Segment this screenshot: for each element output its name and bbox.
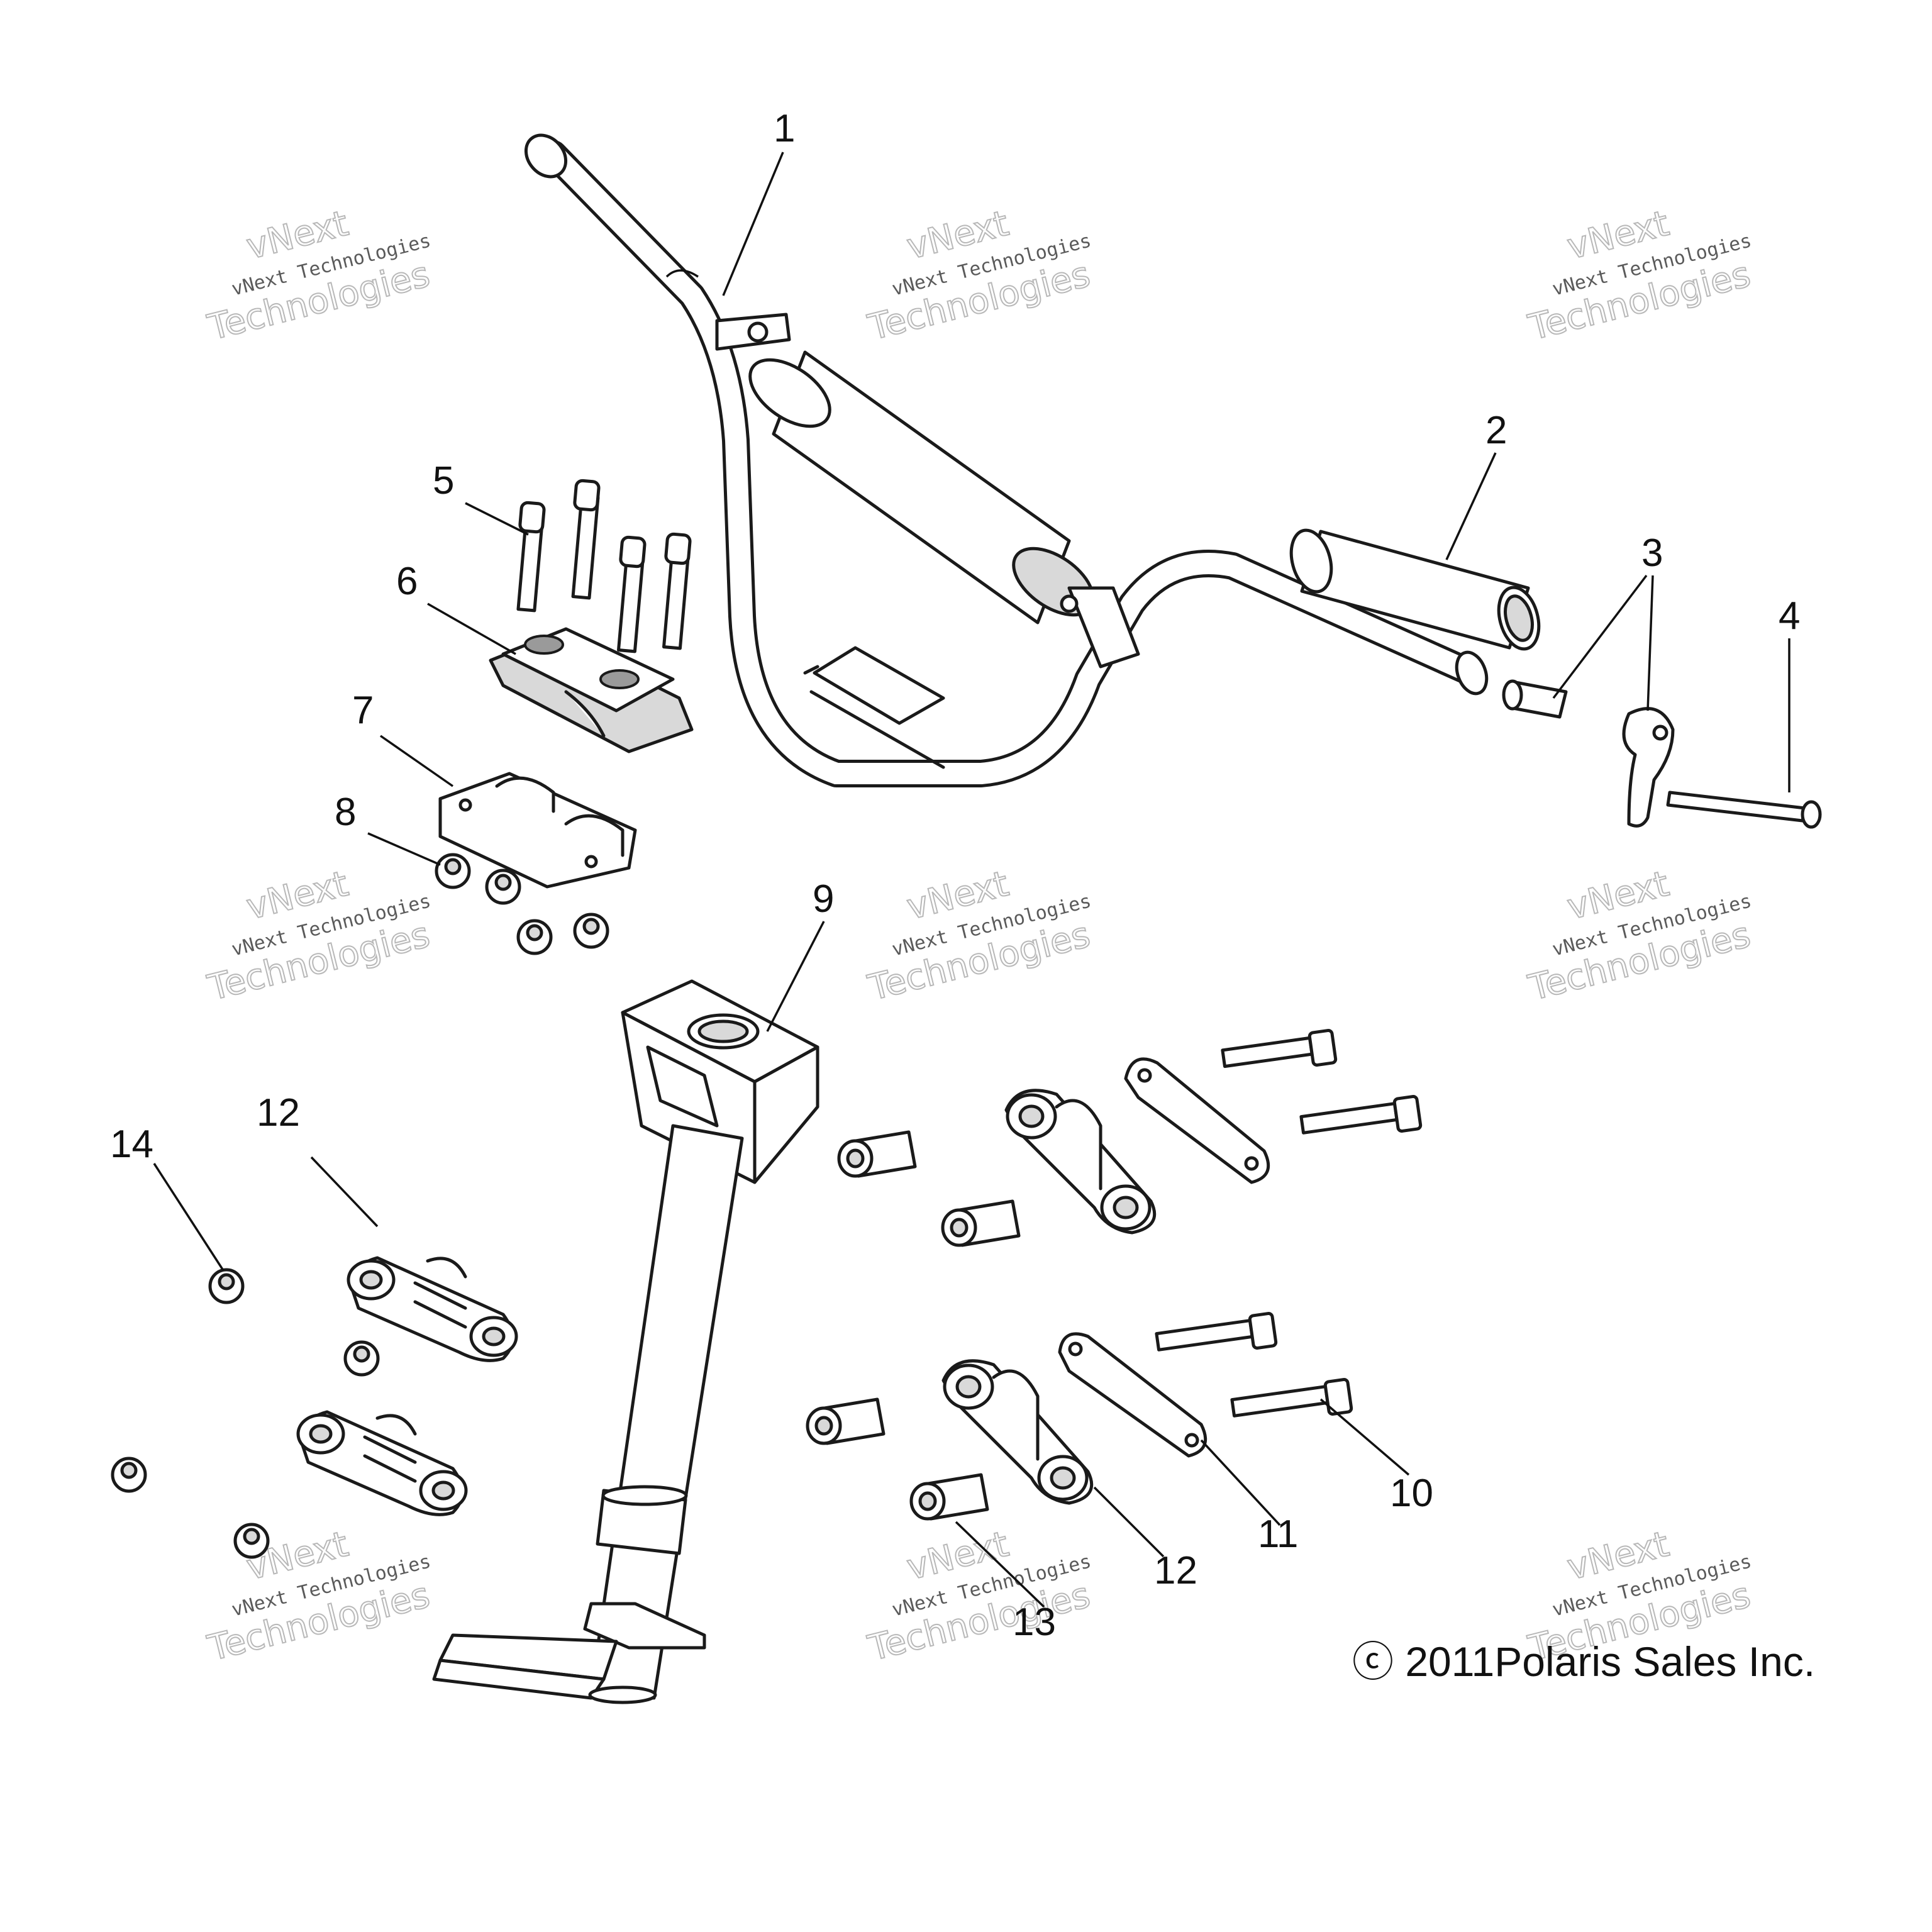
part-link-plates	[1058, 1057, 1270, 1458]
watermark: vNext vNext Technologies Technologies	[863, 1523, 1095, 1670]
part-flange-nuts-left	[111, 1268, 380, 1559]
cap-screw	[617, 535, 647, 653]
part-upper-clamp	[489, 627, 694, 753]
cap-screw	[571, 479, 601, 600]
callout-6: 6	[396, 560, 418, 603]
part-grip	[1289, 528, 1541, 651]
callout-10: 10	[1390, 1472, 1433, 1515]
flange-nut	[435, 853, 471, 889]
callout-12-right: 12	[1154, 1549, 1197, 1592]
hex-bolt	[1299, 1095, 1423, 1135]
part-spacers	[806, 1130, 1021, 1521]
spacer	[909, 1473, 989, 1521]
watermark: vNext vNext Technologies Technologies	[863, 203, 1095, 349]
callout-13: 13	[1013, 1601, 1056, 1644]
crossbar-pad	[748, 350, 1095, 625]
flange-nut	[343, 1340, 380, 1377]
clamp-block	[1004, 1089, 1157, 1235]
watermark: vNext vNext Technologies Technologies	[1524, 203, 1755, 349]
copyright-notice: ⓒ 2011Polaris Sales Inc.	[1352, 1638, 1815, 1685]
clamp-block	[296, 1410, 468, 1516]
hex-bolt	[1230, 1378, 1353, 1418]
part-bolts-right	[1155, 1029, 1423, 1418]
callout-2: 2	[1485, 409, 1507, 452]
callout-12-left: 12	[257, 1091, 300, 1135]
flange-nut	[111, 1457, 147, 1493]
part-cap-screws	[516, 479, 692, 653]
watermark: vNext vNext Technologies Technologies	[203, 1523, 435, 1670]
part-steering-post	[432, 979, 819, 1704]
callout-14: 14	[110, 1123, 153, 1166]
callout-9: 9	[813, 877, 834, 921]
spacer	[837, 1130, 917, 1178]
flange-nut	[516, 919, 553, 955]
hex-bolt	[1155, 1312, 1278, 1352]
cap-screw	[662, 532, 692, 650]
leader-lines	[153, 152, 1790, 1608]
part-long-bolt	[1666, 791, 1822, 829]
callout-5: 5	[433, 459, 454, 502]
flange-nut	[233, 1523, 270, 1559]
clamp-block	[941, 1359, 1094, 1505]
watermark-group: vNext vNext Technologies Technologies vN…	[203, 203, 1755, 1670]
flange-nut	[485, 869, 521, 905]
callout-3: 3	[1641, 531, 1663, 575]
cap-screw	[516, 501, 546, 613]
flange-nut	[208, 1268, 245, 1304]
clamp-block	[347, 1256, 518, 1362]
watermark: vNext vNext Technologies Technologies	[863, 863, 1095, 1009]
callout-8: 8	[335, 791, 356, 834]
callout-11: 11	[1258, 1513, 1298, 1556]
part-clamp-blocks	[296, 1089, 1157, 1516]
flange-nut	[573, 913, 609, 949]
watermark: vNext vNext Technologies Technologies	[1524, 863, 1755, 1009]
watermark: vNext vNext Technologies Technologies	[203, 863, 435, 1009]
callout-7: 7	[352, 689, 374, 732]
callout-labels: 1 2 3 4 5 6 7 8 9 10 11 12 12 13 14	[110, 107, 1800, 1644]
watermark: vNext vNext Technologies Technologies	[203, 203, 435, 349]
callout-4: 4	[1779, 594, 1800, 638]
part-throttle-lever	[1502, 679, 1675, 828]
part-lower-clamp	[438, 772, 637, 889]
hex-bolt	[1221, 1029, 1338, 1069]
part-handlebar	[524, 133, 1489, 787]
spacer	[806, 1397, 886, 1445]
callout-1: 1	[774, 107, 795, 150]
part-nuts-small	[435, 853, 609, 955]
spacer	[941, 1199, 1021, 1247]
